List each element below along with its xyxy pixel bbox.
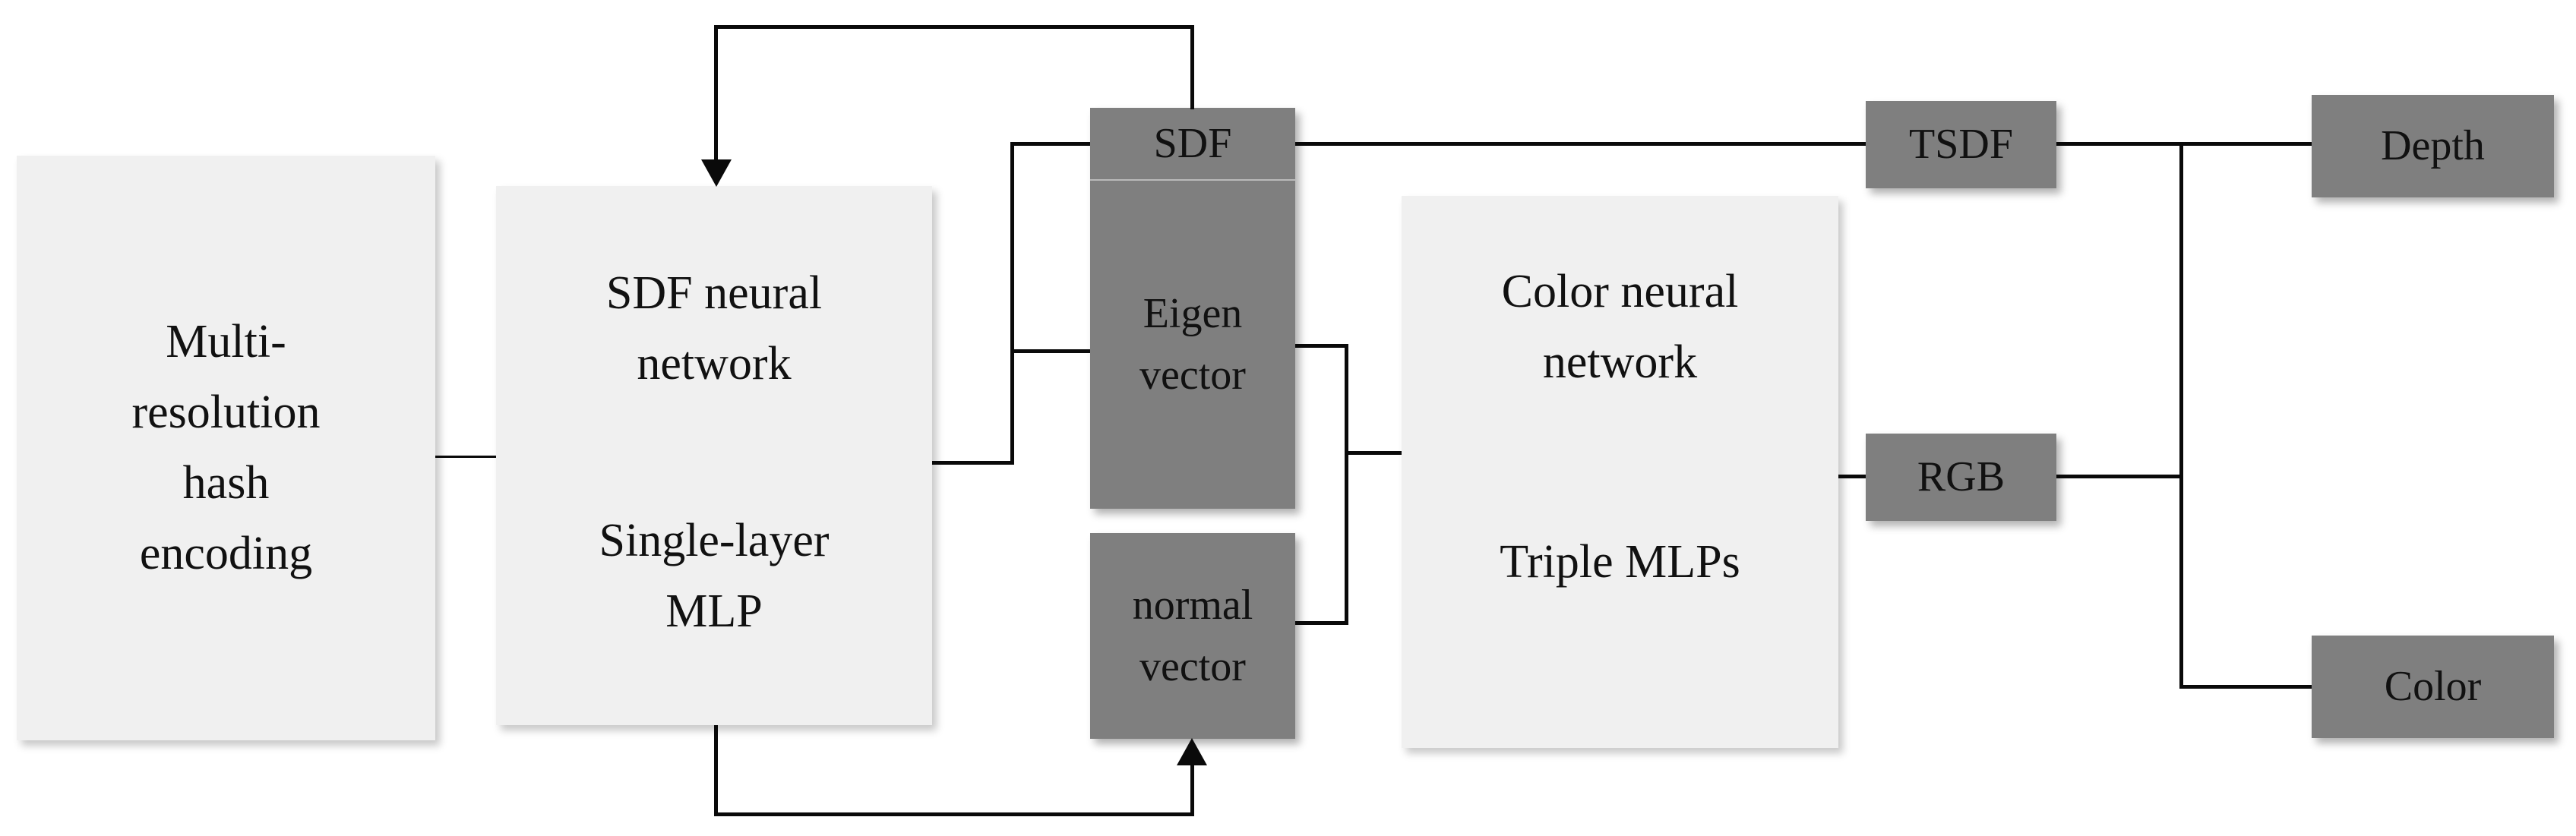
node-rgb: RGB: [1866, 434, 2056, 521]
connector-top-loop-horizontal: [714, 25, 1194, 29]
connector-into-color-output: [2179, 685, 2312, 689]
node-label: encoding: [139, 528, 313, 579]
connector-hash-to-sdfnn: [435, 456, 496, 458]
connector-normal-output: [1295, 621, 1348, 625]
node-title: Color neural network: [1501, 266, 1739, 388]
sdf-output-row: SDF: [1090, 108, 1295, 179]
eigen-vector-row: Eigen vector: [1090, 179, 1295, 509]
connector-bottom-loop-left-vertical: [714, 725, 718, 816]
node-label: hash: [182, 457, 270, 509]
node-subtitle: Single-layer MLP: [599, 515, 830, 637]
node-multi-resolution-hash-encoding: Multi- resolution hash encoding: [17, 156, 435, 740]
connector-into-colornn: [1345, 451, 1402, 455]
connector-top-loop-left-vertical: [714, 25, 718, 162]
connector-rgb-to-junction: [2056, 475, 2183, 478]
connector-right-junction-vertical: [2179, 142, 2183, 689]
node-normal-vector: normal vector: [1090, 533, 1295, 739]
arrowhead-down-icon: [701, 159, 732, 187]
arrowhead-up-icon: [1177, 738, 1207, 765]
connector-into-eigen-row: [1010, 349, 1090, 353]
node-label: resolution: [131, 386, 321, 438]
node-color-output: Color: [2312, 636, 2554, 738]
connector-bottom-loop-right-vertical: [1190, 761, 1194, 816]
node-depth: Depth: [2312, 95, 2554, 197]
connector-bottom-loop-horizontal: [714, 812, 1194, 816]
connector-tsdf-to-depth: [2056, 142, 2312, 146]
sdf-label: SDF: [1153, 119, 1232, 167]
node-sdf-eigen-vector: SDF Eigen vector: [1090, 108, 1295, 509]
connector-top-loop-right-vertical: [1190, 25, 1194, 109]
connector-sdf-to-tsdf: [1295, 142, 1866, 146]
node-sdf-neural-network: SDF neural network Single-layer MLP: [496, 186, 932, 725]
connector-merge-vertical: [1345, 344, 1348, 625]
node-label: Multi-: [166, 316, 286, 368]
connector-colornn-to-rgb: [1838, 475, 1866, 478]
node-title: SDF neural network: [605, 267, 823, 390]
node-subtitle: Triple MLPs: [1500, 536, 1740, 588]
node-tsdf: TSDF: [1866, 101, 2056, 188]
connector-eigen-output: [1295, 344, 1348, 348]
connector-into-sdf-row: [1010, 142, 1090, 146]
connector-sdfnn-output: [932, 461, 1014, 465]
node-color-neural-network: Color neural network Triple MLPs: [1402, 196, 1838, 748]
connector-sdfnn-trunk-vertical: [1010, 142, 1014, 465]
